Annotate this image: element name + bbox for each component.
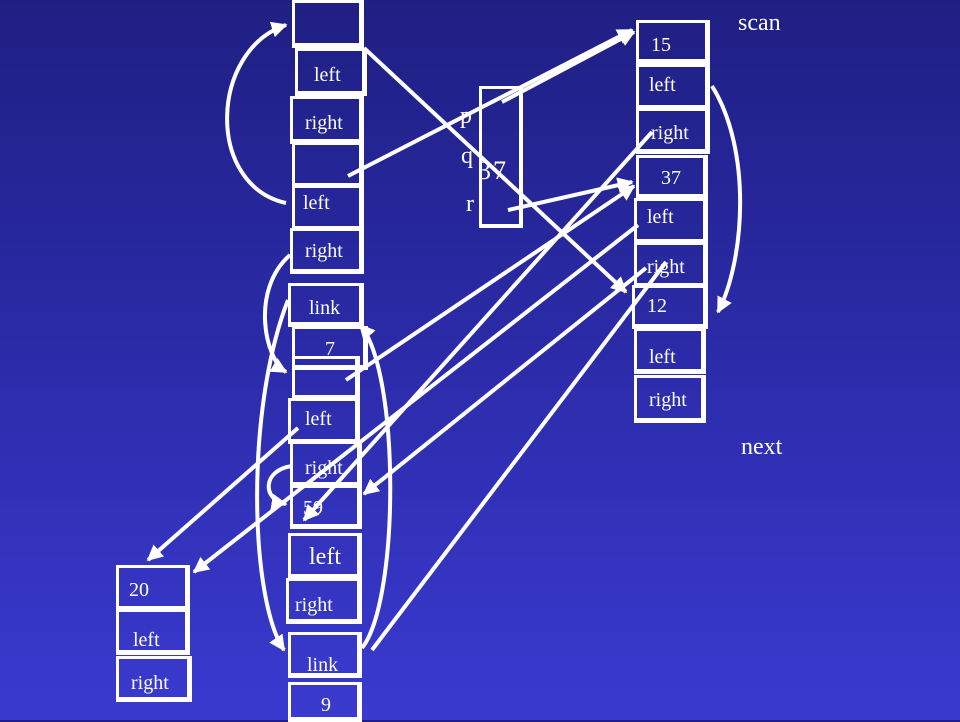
field-label: right (305, 112, 343, 134)
register-r-label: r (466, 191, 474, 217)
top-node-header (292, 0, 364, 48)
arrow-left-to-header (225, 21, 288, 205)
third-node-header (292, 356, 360, 400)
node-15-value: 15 (636, 20, 710, 64)
arrow-node-12-to-fourth-link (370, 260, 668, 652)
second-node-right-field: right (290, 228, 364, 274)
node-12-value: 12 (632, 285, 708, 329)
node-12-left-field: left (634, 328, 706, 374)
second-node-link-field: link (288, 283, 364, 327)
third-node-value: 59 (290, 485, 362, 529)
node-20-right-field: right (116, 656, 192, 702)
field-label: left (133, 629, 160, 651)
field-label: left (305, 408, 332, 430)
next-label: next (741, 434, 783, 460)
second-node-left-field: left (292, 185, 364, 231)
field-label: link (307, 654, 339, 676)
arrow-link-chain-down (255, 299, 290, 652)
fourth-node-link-field: link (288, 632, 362, 678)
arrow-right-to-link-chain (262, 253, 292, 374)
field-label: left (649, 74, 676, 96)
field-label: left (314, 64, 341, 86)
scan-label: scan (738, 10, 781, 36)
node-37-right-field: right (634, 242, 708, 288)
field-label: link (309, 297, 341, 319)
node-value: 12 (647, 295, 667, 317)
field-label: right (295, 594, 333, 616)
arrow-node-37-left-to-third-node (192, 223, 640, 574)
node-value: 37 (661, 167, 681, 189)
fourth-node-left-field: left (288, 533, 362, 579)
fourth-node-right-field: right (286, 578, 362, 624)
register-p-label: p (460, 103, 472, 129)
arrow-scan-to-next (710, 84, 743, 314)
register-q-label: q (461, 143, 473, 169)
node-15-left-field: left (636, 64, 710, 110)
arrow-r-to-node-37 (507, 177, 634, 212)
node-value: 9 (321, 694, 331, 716)
arrow-third-left-to-node-20 (146, 426, 300, 562)
top-node-right-field: right (290, 96, 364, 144)
node-value: 20 (129, 579, 149, 601)
arrow-node-37-right-to-value-59 (362, 266, 648, 496)
node-value: 15 (651, 34, 671, 56)
third-node-left-field: left (288, 398, 360, 444)
field-label: left (649, 346, 676, 368)
arrow-third-right-to-value-59 (266, 464, 293, 510)
field-label: left (647, 206, 674, 228)
field-label: right (305, 240, 343, 262)
field-label: right (651, 122, 689, 144)
node-37-value: 37 (636, 155, 708, 199)
node-20-value: 20 (116, 565, 190, 611)
third-node-right-field: right (290, 441, 362, 487)
field-label: right (649, 389, 687, 411)
register-q-value: 37 (478, 156, 508, 185)
field-label: left (303, 192, 330, 214)
fourth-node-value: 9 (288, 682, 362, 722)
field-label: right (131, 672, 169, 694)
node-value: 59 (303, 497, 323, 519)
field-label: right (305, 457, 343, 479)
node-37-left-field: left (634, 198, 708, 244)
arrow-fourth-link-up (358, 323, 393, 650)
second-node-header (292, 142, 364, 188)
field-label: right (647, 256, 685, 278)
node-20-left-field: left (116, 609, 190, 655)
field-label: left (309, 544, 341, 570)
node-12-right-field: right (634, 375, 706, 423)
node-15-right-field: right (636, 108, 710, 154)
top-node-left-field: left (295, 48, 367, 96)
